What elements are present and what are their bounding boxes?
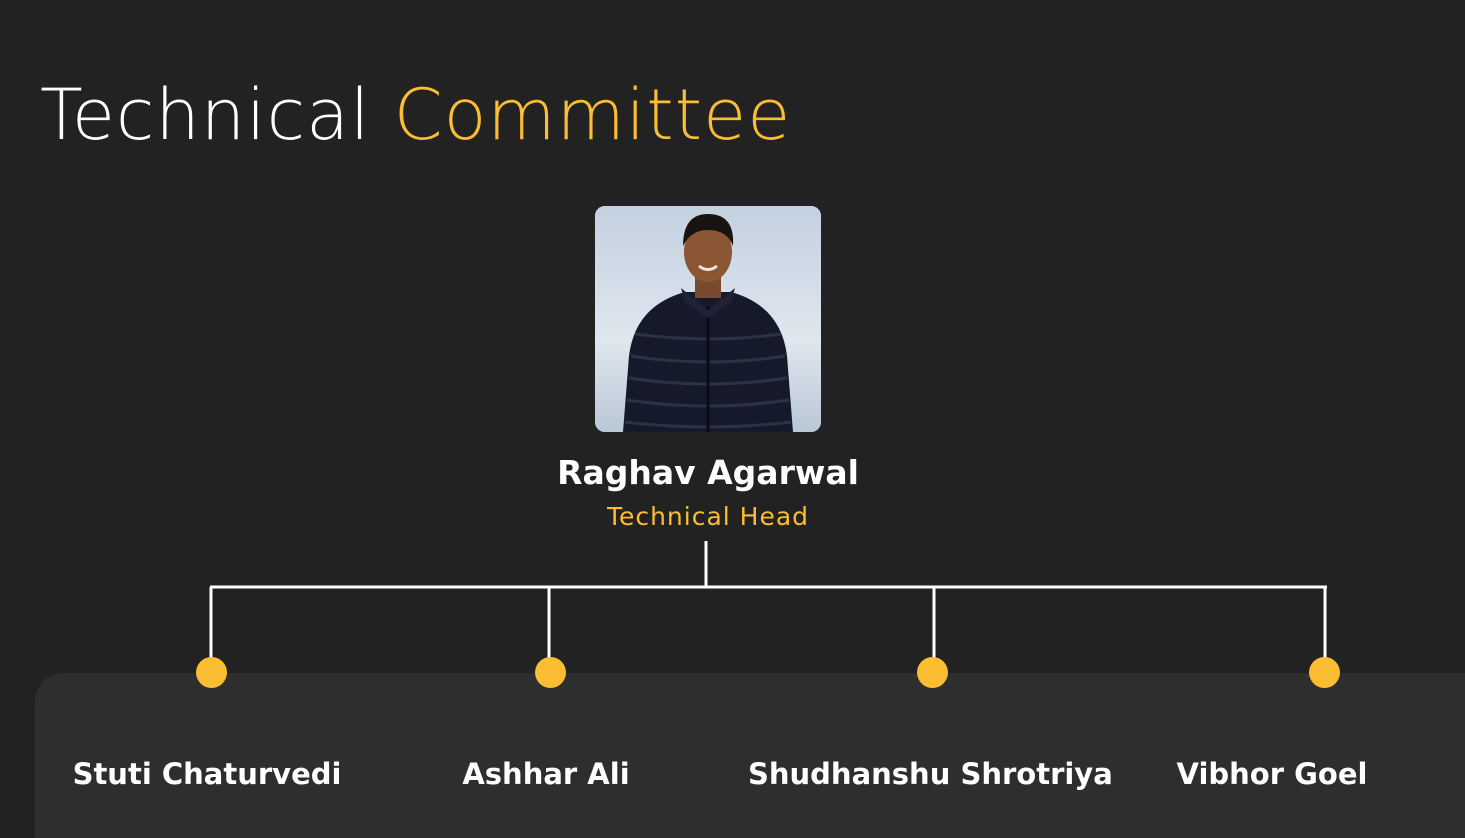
person-photo-icon xyxy=(595,206,821,432)
member-4-node-dot xyxy=(1309,657,1340,688)
head-photo xyxy=(595,206,821,432)
head-role: Technical Head xyxy=(606,502,810,531)
member-name: Shudhanshu Shrotriya xyxy=(748,757,1113,791)
page-title: Technical Committee xyxy=(40,70,791,160)
member-1-node-dot xyxy=(196,657,227,688)
title-highlight: Committee xyxy=(393,74,792,156)
member-name: Ashhar Ali xyxy=(462,757,630,791)
title-prefix: Technical xyxy=(40,74,371,156)
member-2-node-dot xyxy=(535,657,566,688)
member-name: Vibhor Goel xyxy=(1176,757,1368,791)
head-name: Raghav Agarwal xyxy=(557,453,859,492)
members-panel xyxy=(35,673,1465,838)
member-name: Stuti Chaturvedi xyxy=(72,757,342,791)
member-3-node-dot xyxy=(917,657,948,688)
